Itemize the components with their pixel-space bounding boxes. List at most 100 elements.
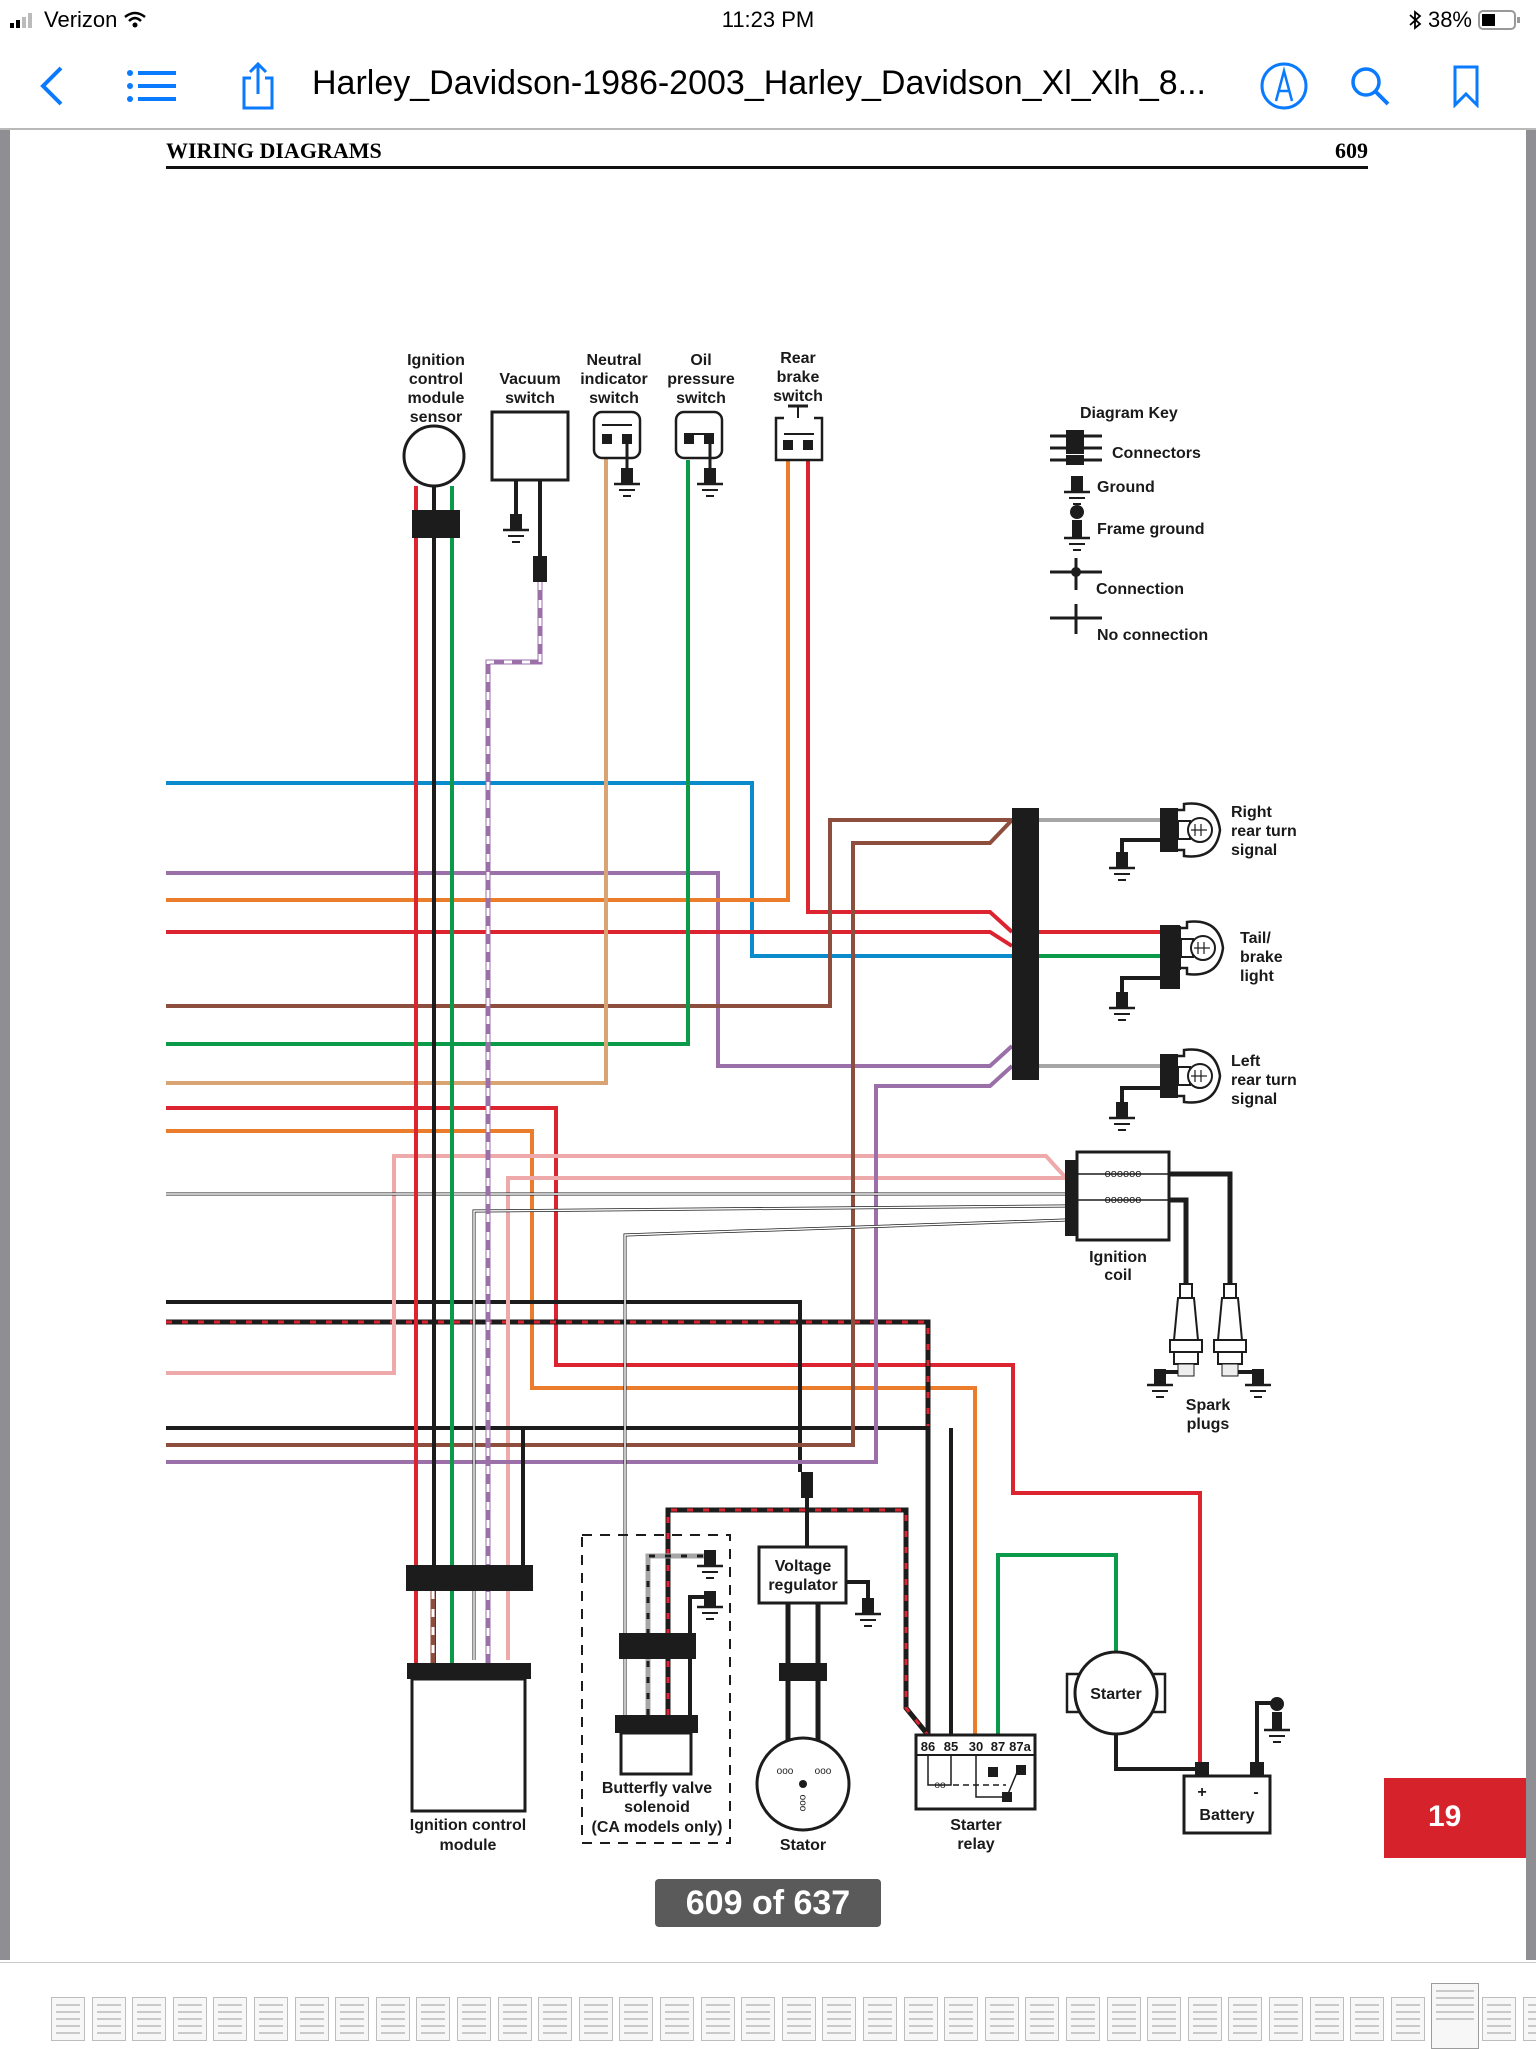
thumbnail-text-line — [56, 2011, 80, 2013]
page-thumbnail[interactable] — [944, 1997, 979, 2041]
page-thumbnail[interactable] — [91, 1997, 126, 2041]
key-frame-ground: Frame ground — [1097, 521, 1205, 538]
thumbnail-text-line — [705, 2004, 730, 2006]
thumbnail-text-line — [1355, 2032, 1380, 2034]
page-thumbnail[interactable] — [984, 1997, 1019, 2041]
carrier-group: Verizon — [10, 7, 147, 33]
thumbnail-text-line — [665, 2032, 689, 2034]
page-thumbnail[interactable] — [1106, 1997, 1141, 2041]
page-thumbnail[interactable] — [660, 1997, 694, 2041]
thumbnail-text-line — [1071, 2004, 1095, 2006]
share-button[interactable] — [230, 58, 286, 114]
ignition-control-module: Ignition control module — [406, 1565, 533, 1854]
page-thumbnail[interactable] — [254, 1997, 288, 2041]
page-thumbnail[interactable] — [741, 1997, 776, 2041]
key-connection: Connection — [1096, 581, 1184, 598]
page-thumbnail[interactable] — [1390, 1997, 1425, 2041]
page-thumbnail[interactable] — [619, 1997, 654, 2041]
page-thumbnail[interactable] — [1431, 1983, 1480, 2049]
wire-red-brake — [806, 460, 1014, 934]
page-thumbnail[interactable] — [1482, 1997, 1516, 2041]
thumbnail-text-line — [827, 2011, 852, 2013]
relay-terminal: 30 — [969, 1739, 983, 1754]
thumbnail-text-line — [1233, 2011, 1258, 2013]
thumbnail-text-line — [989, 2004, 1014, 2006]
battery-minus: - — [1253, 1784, 1258, 1801]
page-thumbnail[interactable] — [903, 1997, 938, 2041]
page-thumbnail[interactable] — [213, 1997, 248, 2041]
ground-icon — [612, 466, 642, 498]
connector — [412, 510, 460, 538]
page-thumbnail[interactable] — [1187, 1997, 1222, 2041]
page-thumbnail[interactable] — [822, 1997, 857, 2041]
page-thumbnail[interactable] — [1309, 1997, 1344, 2041]
page-thumbnail[interactable] — [51, 1997, 85, 2041]
page-thumbnail[interactable] — [1350, 1997, 1385, 2041]
wire-red-2 — [166, 1106, 1202, 1762]
wire-orange-2 — [166, 1129, 977, 1735]
butterfly-label-2: solenoid — [624, 1799, 690, 1816]
thumbnail-text-line — [908, 2004, 933, 2006]
thumbnail-text-line — [868, 2025, 892, 2027]
page-thumbnail[interactable] — [335, 1997, 370, 2041]
thumbnail-text-line — [1436, 1997, 1475, 1999]
neutral-label-2: indicator — [580, 371, 648, 388]
page-thumbnail[interactable] — [172, 1997, 207, 2041]
thumbnail-strip[interactable] — [0, 1962, 1536, 2049]
thumbnail-text-line — [1192, 2004, 1217, 2006]
back-button[interactable] — [24, 58, 80, 114]
page-thumbnail[interactable] — [863, 1997, 897, 2041]
page-thumbnail[interactable] — [1269, 1997, 1303, 2041]
bookmark-button[interactable] — [1438, 58, 1494, 114]
page-thumbnail[interactable] — [538, 1997, 573, 2041]
page-thumbnail[interactable] — [700, 1997, 735, 2041]
page-thumbnail[interactable] — [132, 1997, 167, 2041]
left-turn-label-3: signal — [1231, 1091, 1277, 1108]
thumbnail-text-line — [949, 2011, 974, 2013]
signal-strength-icon — [10, 13, 32, 28]
starter-label: Starter — [1090, 1686, 1142, 1703]
thumbnail-text-line — [543, 2032, 568, 2034]
thumbnail-text-line — [1274, 2032, 1298, 2034]
table-of-contents-button[interactable] — [124, 58, 180, 114]
search-button[interactable] — [1342, 58, 1398, 114]
thumbnail-text-line — [665, 2004, 689, 2006]
voltage-regulator: Voltage regulator — [757, 1472, 883, 1741]
thumbnail-text-line — [827, 2004, 852, 2006]
page-thumbnail[interactable] — [416, 1997, 451, 2041]
brake-label-3: switch — [773, 388, 823, 405]
page-thumbnail[interactable] — [1147, 1997, 1182, 2041]
battery-percent: 38% — [1427, 7, 1472, 32]
thumbnail-text-line — [543, 2011, 568, 2013]
page-thumbnail[interactable] — [1066, 1997, 1100, 2041]
page-thumbnail[interactable] — [497, 1997, 532, 2041]
thumbnail-text-line — [56, 2018, 80, 2020]
thumbnail-text-line — [827, 2032, 852, 2034]
page-thumbnail[interactable] — [1522, 1997, 1536, 2041]
page-thumbnail[interactable] — [457, 1997, 491, 2041]
butterfly-label-1: Butterfly valve — [602, 1780, 712, 1797]
page-thumbnail[interactable] — [1228, 1997, 1263, 2041]
coil-label-1: Ignition — [1089, 1249, 1147, 1266]
page-thumbnail[interactable] — [375, 1997, 410, 2041]
thumbnail-text-line — [56, 2032, 80, 2034]
markup-button[interactable] — [1256, 58, 1312, 114]
markup-pen-icon — [1260, 62, 1308, 110]
key-no-connection: No connection — [1097, 627, 1208, 644]
thumbnail-text-line — [218, 2018, 243, 2020]
wire-harness — [166, 458, 1202, 1771]
thumbnail-text-line — [1527, 2032, 1536, 2034]
wire-white-2-core — [473, 1205, 1067, 1660]
page-thumbnail[interactable] — [1025, 1997, 1060, 2041]
thumbnail-text-line — [1030, 2011, 1055, 2013]
relay-label-1: Starter — [950, 1817, 1002, 1834]
thumbnail-text-line — [1111, 2011, 1136, 2013]
thumbnail-text-line — [1487, 2018, 1511, 2020]
connector — [619, 1633, 696, 1659]
page-thumbnail[interactable] — [781, 1997, 816, 2041]
page-thumbnail[interactable] — [294, 1997, 329, 2041]
thumbnail-text-line — [137, 2011, 162, 2013]
thumbnail-text-line — [624, 2004, 649, 2006]
page-edge-right — [1526, 130, 1536, 1960]
page-thumbnail[interactable] — [578, 1997, 613, 2041]
